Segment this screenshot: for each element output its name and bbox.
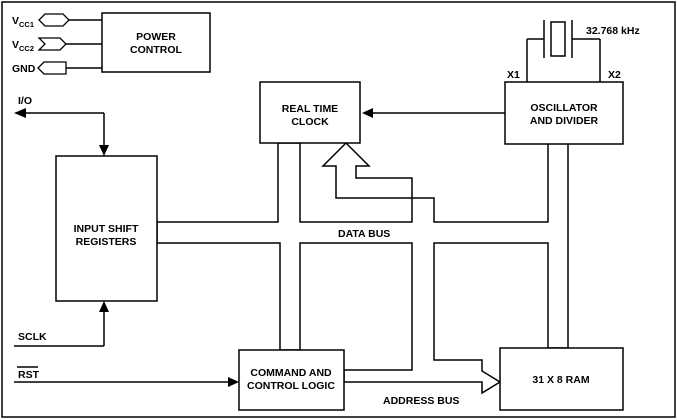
command-logic-label-2: CONTROL LOGIC [247, 380, 335, 392]
vcc1-pin-label: VCC1 [12, 15, 34, 29]
shift-registers-label-1: INPUT SHIFT [74, 223, 139, 235]
power-control-label-2: CONTROL [130, 44, 182, 56]
io-pin-label: I/O [18, 95, 32, 107]
power-control-block [101, 12, 211, 73]
rst-pin-label: RST [18, 369, 40, 381]
crystal-icon [526, 20, 601, 82]
gnd-pin-symbol [37, 61, 67, 75]
x2-pin-label: X2 [608, 69, 621, 81]
sclk-up-arrow-icon [99, 301, 109, 312]
rst-arrow-icon [228, 377, 239, 387]
rtc-label-2: CLOCK [291, 116, 329, 128]
sclk-pin-label: SCLK [18, 331, 47, 343]
address-bus-label: ADDRESS BUS [383, 395, 459, 407]
io-left-arrow-icon [14, 108, 26, 118]
io-down-arrow-icon [99, 145, 109, 156]
ram-label: 31 X 8 RAM [532, 374, 589, 386]
shift-registers-label-2: REGISTERS [76, 236, 137, 248]
oscillator-label-2: AND DIVIDER [530, 115, 599, 127]
vcc2-pin-symbol [37, 37, 67, 51]
ram-block [499, 347, 624, 411]
rtc-label-1: REAL TIME [282, 103, 338, 115]
oscillator-to-rtc-arrow-icon [362, 108, 373, 118]
vcc2-pin-label: VCC2 [12, 39, 34, 53]
x1-pin-label: X1 [507, 69, 520, 81]
oscillator-label-1: OSCILLATOR [530, 102, 598, 114]
crystal-frequency-label: 32.768 kHz [586, 25, 640, 37]
gnd-pin-label: GND [12, 63, 36, 75]
power-control-label-1: POWER [136, 31, 176, 43]
oscillator-divider-block [504, 81, 624, 145]
vcc1-pin-symbol [38, 13, 70, 27]
data-bus-label: DATA BUS [338, 228, 390, 240]
command-logic-label-1: COMMAND AND [250, 367, 332, 379]
input-shift-registers-block [55, 155, 158, 302]
command-control-logic-block [238, 349, 345, 411]
real-time-clock-block [259, 81, 361, 144]
